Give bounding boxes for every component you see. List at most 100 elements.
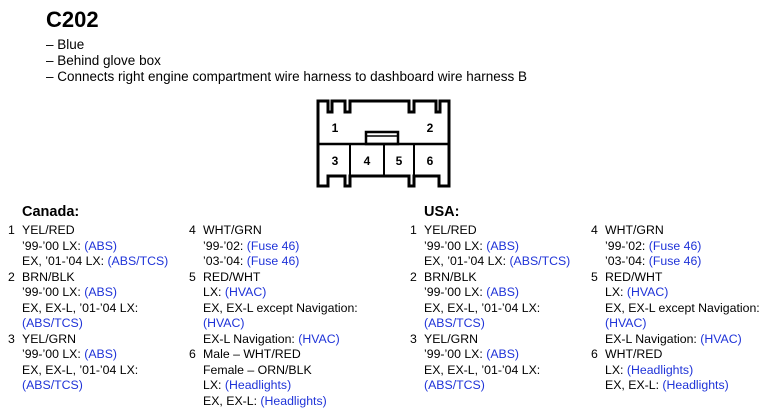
circuit-reference-link[interactable]: (ABS/TCS) (22, 378, 83, 392)
pin-text: BRN/BLK (424, 269, 477, 284)
circuit-reference-link[interactable]: (HVAC) (626, 285, 669, 299)
circuit-reference-link[interactable]: (Fuse 46) (648, 238, 702, 253)
pin-line: ’99-’02: (Fuse 46) (605, 239, 760, 255)
pin-line: EX, ’01-’04 LX: (ABS/TCS) (424, 254, 570, 270)
circuit-reference-link[interactable]: (ABS/TCS) (509, 254, 571, 268)
pin-line: WHT/GRN (203, 223, 358, 239)
circuit-reference-link[interactable]: (ABS/TCS) (424, 316, 485, 330)
pin-line: WHT/GRN (605, 223, 760, 239)
pin-line: YEL/GRN (424, 332, 570, 348)
circuit-reference-link[interactable]: (ABS) (84, 347, 118, 361)
circuit-reference-link[interactable]: (ABS) (84, 285, 118, 299)
connector-title: C202 (46, 7, 99, 32)
pin-text: ’99-’00 LX: (424, 238, 487, 253)
pin-text: ’99-’02: (203, 238, 247, 253)
pin-number: 6 (591, 347, 598, 361)
circuit-reference-link[interactable]: (ABS/TCS) (22, 316, 83, 330)
pin-text: BRN/BLK (22, 269, 75, 284)
pin-line: YEL/RED (424, 223, 570, 239)
pin-line: ’99-’00 LX: (ABS) (424, 285, 570, 301)
pin-text: RED/WHT (203, 269, 261, 284)
pin-text: ’99-’02: (605, 238, 649, 253)
circuit-reference-link[interactable]: (ABS/TCS) (107, 254, 169, 268)
pin-text: EX, ’01-’04 LX: (22, 254, 108, 268)
circuit-reference-link[interactable]: (Headlights) (224, 378, 292, 392)
usa-heading: USA: (424, 204, 460, 220)
pin-text: EX, EX-L except Navigation: (203, 300, 358, 315)
pin-text: YEL/GRN (22, 331, 76, 346)
circuit-reference-link[interactable]: (ABS) (486, 238, 520, 253)
pin-text: LX: (203, 378, 225, 392)
pin-line: ’99-’00 LX: (ABS) (424, 347, 570, 363)
pin-line: EX, EX-L, ’01-’04 LX: (424, 363, 570, 379)
pin-line: EX, EX-L: (Headlights) (605, 378, 760, 394)
pin-text: YEL/RED (424, 223, 477, 237)
pin-text: EX-L Navigation: (203, 331, 299, 346)
circuit-reference-link[interactable]: (HVAC) (298, 331, 340, 346)
pin-entry: 3 YEL/GRN’99-’00 LX: (ABS)EX, EX-L, ’01-’… (8, 332, 168, 394)
pin-text: EX, EX-L except Navigation: (605, 300, 760, 315)
circuit-reference-link[interactable]: (ABS/TCS) (424, 378, 485, 392)
circuit-reference-link[interactable]: (HVAC) (203, 316, 245, 330)
pin-line: LX: (HVAC) (605, 285, 760, 301)
pin-text: WHT/GRN (605, 223, 664, 237)
pin-line: ’99-’02: (Fuse 46) (203, 239, 358, 255)
circuit-reference-link[interactable]: (Fuse 46) (246, 254, 300, 268)
pin-line: EX, EX-L, ’01-’04 LX: (424, 301, 570, 317)
pin-text: EX, EX-L, ’01-’04 LX: (22, 362, 139, 377)
pin-text: EX-L Navigation: (605, 331, 701, 346)
pin-line: Male – WHT/RED (203, 347, 358, 363)
connector-face-diagram: 1 2 3 4 5 6 (316, 99, 451, 188)
pin-line: EX, EX-L except Navigation: (203, 301, 358, 317)
pin-text: ’99-’00 LX: (424, 347, 487, 361)
pin-text: EX, EX-L, ’01-’04 LX: (424, 362, 541, 377)
circuit-reference-link[interactable]: (ABS) (84, 238, 118, 253)
pin-line: EX, EX-L, ’01-’04 LX: (22, 363, 168, 379)
pin-number: 5 (189, 269, 196, 284)
pin-number: 4 (189, 223, 196, 237)
circuit-reference-link[interactable]: (Headlights) (662, 378, 729, 392)
pin-text: EX, ’01-’04 LX: (424, 254, 510, 268)
pin-line: EX, EX-L, ’01-’04 LX: (22, 301, 168, 317)
circuit-reference-link[interactable]: (HVAC) (605, 316, 647, 330)
pin-line: RED/WHT (203, 270, 358, 286)
pin-text: ’99-’00 LX: (22, 347, 85, 361)
pin-line: (ABS/TCS) (22, 378, 168, 394)
cavity-1-label: 1 (332, 121, 339, 135)
circuit-reference-link[interactable]: (Headlights) (260, 393, 327, 408)
pin-line: ’99-’00 LX: (ABS) (424, 239, 570, 255)
pin-line: YEL/GRN (22, 332, 168, 348)
pin-text: Male – WHT/RED (203, 347, 301, 361)
circuit-reference-link[interactable]: (HVAC) (700, 331, 742, 346)
connector-housing (316, 99, 451, 188)
pin-line: Female – ORN/BLK (203, 363, 358, 379)
pin-text: YEL/RED (22, 223, 75, 237)
pin-number: 1 (8, 223, 15, 237)
pin-text: ’99-’00 LX: (424, 285, 487, 299)
pin-line: ’03-’04: (Fuse 46) (605, 254, 760, 270)
pin-number: 3 (8, 331, 15, 346)
circuit-reference-link[interactable]: (Fuse 46) (246, 238, 300, 253)
circuit-reference-link[interactable]: (Fuse 46) (648, 254, 702, 268)
pin-text: EX, EX-L: (605, 378, 663, 392)
circuit-reference-link[interactable]: (ABS) (486, 285, 520, 299)
pin-line: EX-L Navigation: (HVAC) (605, 332, 760, 348)
cavity-3-label: 3 (332, 154, 339, 168)
pin-line: EX, EX-L except Navigation: (605, 301, 760, 317)
pin-line: (ABS/TCS) (424, 316, 570, 332)
pin-text: WHT/GRN (203, 223, 262, 237)
circuit-reference-link[interactable]: (ABS) (486, 347, 520, 361)
pin-line: LX: (Headlights) (203, 378, 358, 394)
circuit-reference-link[interactable]: (Headlights) (626, 362, 694, 377)
pin-line: WHT/RED (605, 347, 760, 363)
cavity-2-label: 2 (427, 121, 434, 135)
pin-line: BRN/BLK (22, 270, 168, 286)
circuit-reference-link[interactable]: (HVAC) (224, 285, 267, 299)
